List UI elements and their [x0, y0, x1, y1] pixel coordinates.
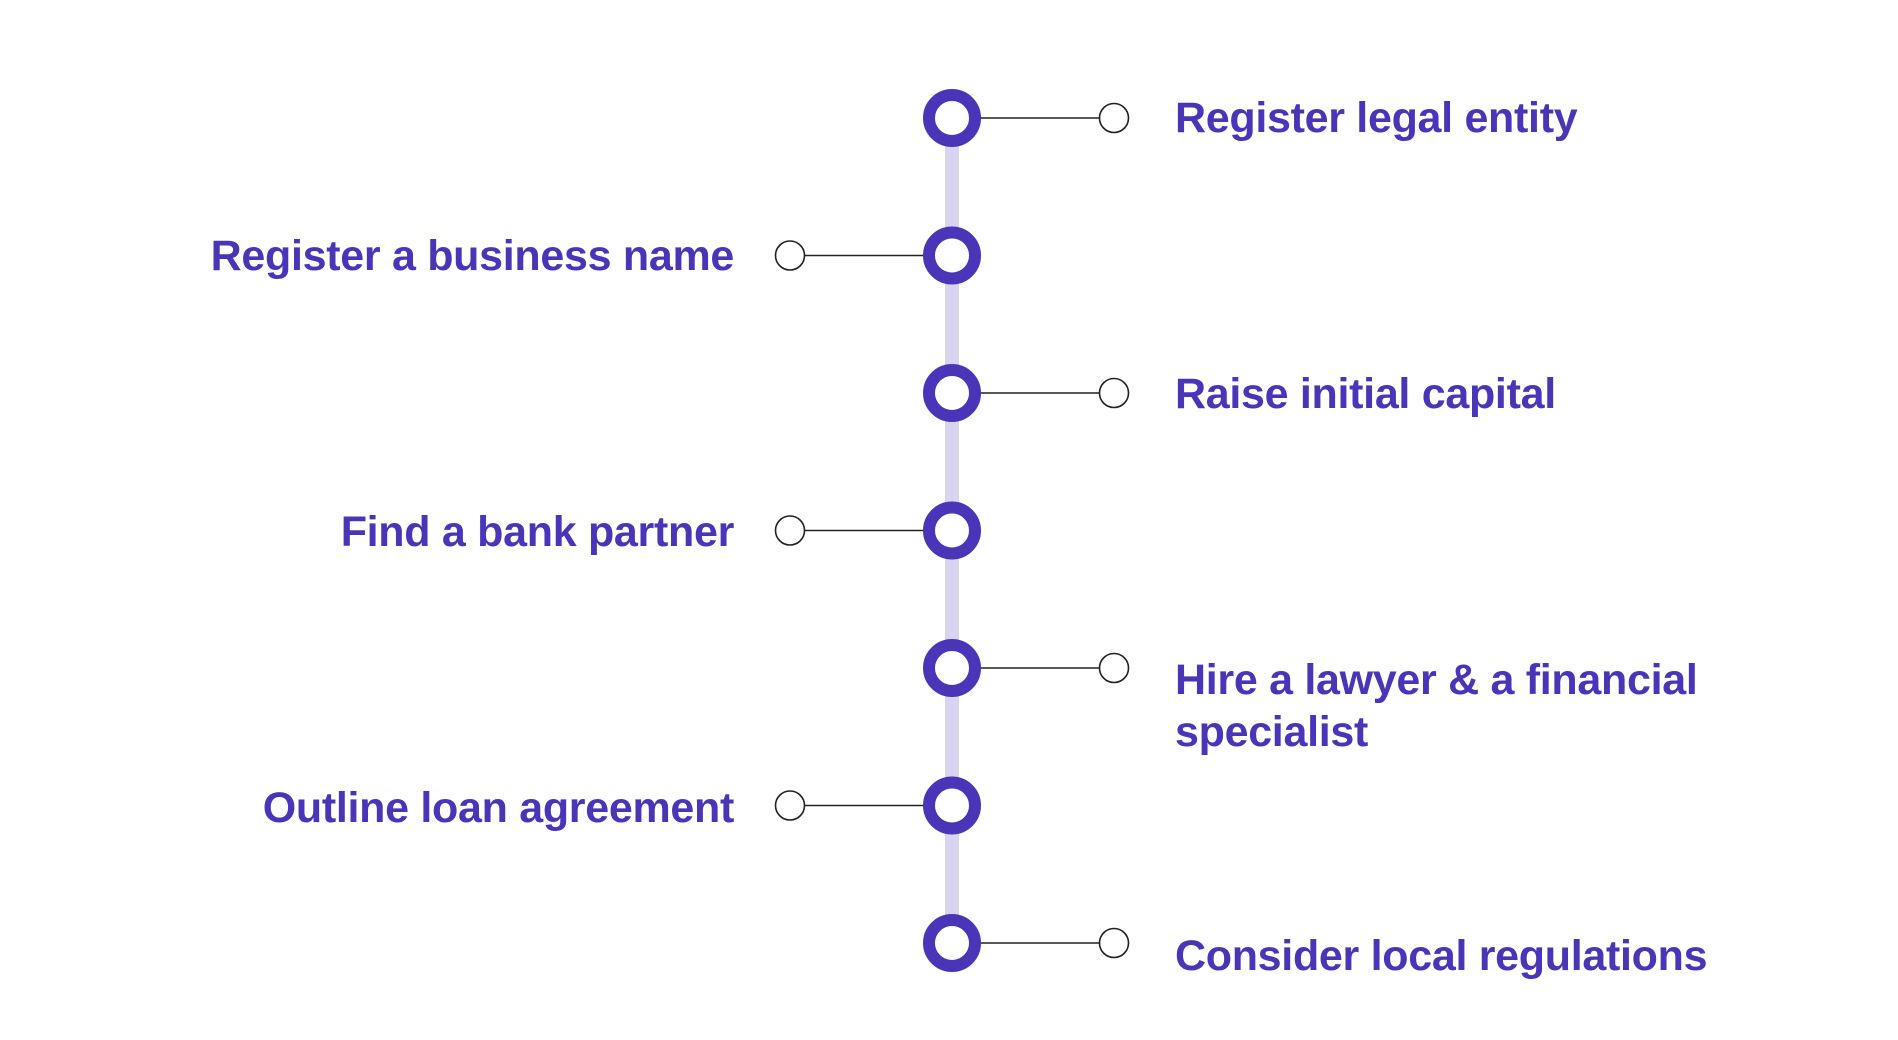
- step-label-6: Consider local regulations: [1175, 932, 1708, 980]
- timeline-node-4: [923, 639, 981, 697]
- connector-end-dot-0: [1098, 102, 1130, 134]
- step-label-2: Raise initial capital: [1175, 370, 1556, 418]
- timeline-node-3: [923, 501, 981, 560]
- step-label-5: Outline loan agreement: [262, 784, 735, 832]
- timeline-node-0: [923, 89, 981, 147]
- step-label-1: Register a business name: [210, 232, 735, 280]
- timeline-node-6: [923, 914, 981, 972]
- step-label-3: Find a bank partner: [340, 508, 735, 556]
- connector-end-dot-4: [1098, 652, 1130, 684]
- connector-end-dot-1: [774, 240, 806, 271]
- connector-end-dot-2: [1098, 377, 1130, 409]
- timeline-node-5: [923, 776, 981, 835]
- step-label-4: Hire a lawyer & a financial specialist: [1175, 656, 1698, 756]
- connector-end-dot-6: [1098, 927, 1130, 959]
- step-label-0: Register legal entity: [1175, 94, 1578, 142]
- connector-end-dot-5: [774, 790, 806, 821]
- timeline-node-2: [923, 364, 981, 422]
- timeline-node-1: [923, 226, 981, 285]
- connector-end-dot-3: [774, 515, 806, 546]
